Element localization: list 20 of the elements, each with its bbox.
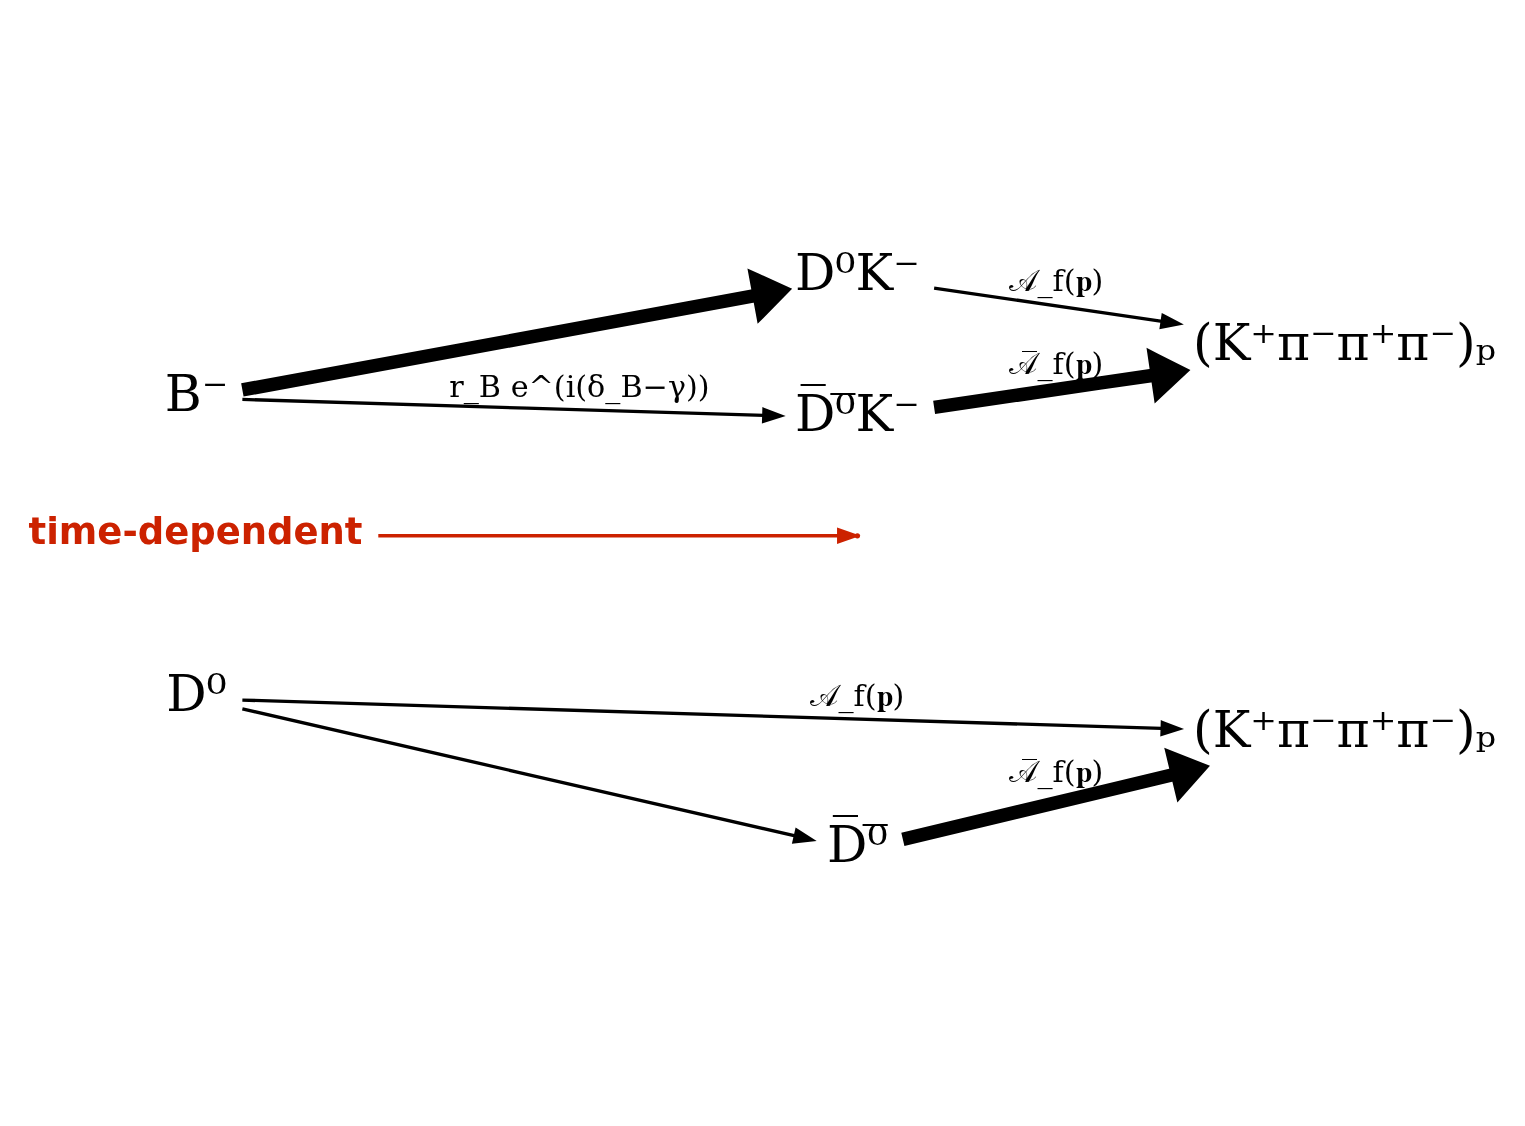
node-text: D⁰	[166, 663, 227, 723]
arrow	[242, 397, 786, 424]
node-text: time-dependent	[28, 509, 363, 553]
node-text: B⁻	[164, 363, 229, 423]
edge-label: 𝒜_f(𝐩)	[1009, 262, 1104, 298]
edge-label: r_B e^(i(δ_B−γ))	[449, 368, 710, 404]
arrow	[241, 267, 793, 397]
edge-label: 𝒜_f(𝐩)	[810, 677, 905, 713]
node-text: D⁰K⁻	[794, 242, 920, 302]
arrow	[933, 347, 1191, 414]
arrow	[901, 747, 1210, 846]
node-text: (K⁺π⁻π⁺π⁻)ₚ	[1193, 699, 1496, 759]
node-text: D̅⁰̅K⁻	[794, 383, 920, 443]
node-text: D̅⁰̅	[827, 814, 888, 874]
arrow	[242, 706, 817, 844]
edge-label: 𝒜̅_f(𝐩)	[1009, 345, 1104, 381]
arrow	[242, 697, 1185, 737]
arrow	[933, 285, 1184, 329]
node-text: (K⁺π⁻π⁺π⁻)ₚ	[1193, 312, 1496, 372]
edge-label: 𝒜̅_f(𝐩)	[1009, 753, 1104, 789]
